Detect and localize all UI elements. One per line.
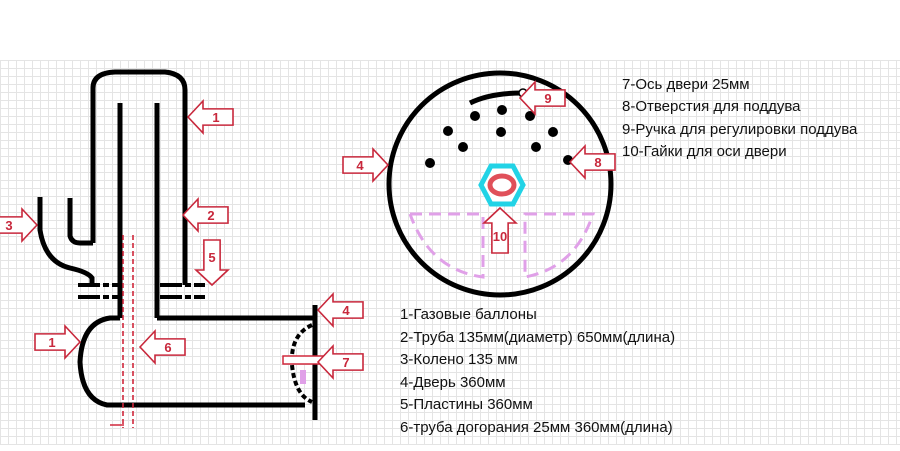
callout-number: 1 <box>212 110 219 125</box>
arrow-shape <box>181 196 229 234</box>
legend-top: 7-Ось двери 25мм 8-Отверстия для поддува… <box>622 76 858 160</box>
callout-arrows: 1 2 3 5 1 6 4 7 4 9 8 10 <box>0 79 616 381</box>
legend-item: 3-Колено 135 мм <box>400 351 518 368</box>
callout-arrow: 8 <box>568 143 616 181</box>
callout-number: 10 <box>493 229 507 244</box>
legend-item: 10-Гайки для оси двери <box>622 143 787 160</box>
callout-number: 8 <box>594 155 601 170</box>
legend-item: 9-Ручка для регулировки поддува <box>622 121 858 138</box>
arrow-shape <box>518 79 566 117</box>
plate-right-dashed <box>523 212 596 279</box>
gas-cylinder-lower <box>77 315 315 408</box>
draft-hole <box>531 142 541 152</box>
legend-item: 1-Газовые баллоны <box>400 306 537 323</box>
callout-arrow: 5 <box>193 239 231 287</box>
upper-inner-foot <box>67 198 93 246</box>
legend-item: 7-Ось двери 25мм <box>622 76 750 93</box>
legend-item: 4-Дверь 360мм <box>400 374 506 391</box>
legend-item: 8-Отверстия для поддува <box>622 98 801 115</box>
callout-arrow: 4 <box>342 146 390 184</box>
door-front-view <box>386 70 614 298</box>
draft-hole <box>458 142 468 152</box>
callout-number: 6 <box>164 340 171 355</box>
arrow-shape <box>34 323 82 361</box>
callout-number: 5 <box>208 250 215 265</box>
draft-hole <box>470 111 480 121</box>
door-plate-mark <box>300 370 306 384</box>
nut-icon <box>478 163 526 207</box>
callout-number: 3 <box>5 218 12 233</box>
legend-bottom: 1-Газовые баллоны 2-Труба 135мм(диаметр)… <box>400 306 675 436</box>
callout-number: 1 <box>48 335 55 350</box>
callout-arrow: 7 <box>316 343 364 381</box>
arrow-shape <box>342 146 390 184</box>
draft-hole <box>525 111 535 121</box>
knee-outer <box>37 197 95 285</box>
callout-number: 7 <box>342 355 349 370</box>
callout-arrow: 9 <box>518 79 566 117</box>
callout-arrow: 1 <box>186 98 234 136</box>
door-axis <box>282 355 324 365</box>
draft-hole <box>548 127 558 137</box>
arrow-shape <box>193 239 231 287</box>
draft-hole <box>425 158 435 168</box>
callout-arrow: 1 <box>34 323 82 361</box>
side-view <box>37 69 324 428</box>
legend-item: 2-Труба 135мм(диаметр) 650мм(длина) <box>400 329 675 346</box>
gas-cylinder-upper <box>90 69 188 243</box>
draft-hole <box>497 105 507 115</box>
arrow-shape <box>186 98 234 136</box>
draft-handle-arc <box>468 90 523 106</box>
callout-number: 2 <box>207 208 214 223</box>
draft-holes <box>425 105 573 168</box>
callout-number: 4 <box>342 303 350 318</box>
callout-arrow: 6 <box>138 328 186 366</box>
arrow-shape <box>481 206 519 254</box>
callout-arrow: 3 <box>0 206 39 244</box>
door-outline <box>386 70 614 298</box>
arrow-shape <box>0 206 39 244</box>
arrow-shape <box>316 291 364 329</box>
callout-arrow: 2 <box>181 196 229 234</box>
callout-arrow: 4 <box>316 291 364 329</box>
washer-icon <box>487 173 517 197</box>
plates <box>78 283 205 299</box>
grid-background <box>0 60 900 445</box>
callout-number: 4 <box>356 158 364 173</box>
door-handle-side <box>289 323 313 404</box>
arrow-shape <box>568 143 616 181</box>
draft-hole <box>496 127 506 137</box>
arrow-shape <box>138 328 186 366</box>
draft-hole <box>443 126 453 136</box>
callout-arrow: 10 <box>481 206 519 254</box>
legend-item: 6-труба догорания 25мм 360мм(длина) <box>400 419 673 436</box>
legend-item: 5-Пластины 360мм <box>400 396 533 413</box>
callout-number: 9 <box>544 91 551 106</box>
arrow-shape <box>316 343 364 381</box>
plate-left-dashed <box>408 212 485 279</box>
